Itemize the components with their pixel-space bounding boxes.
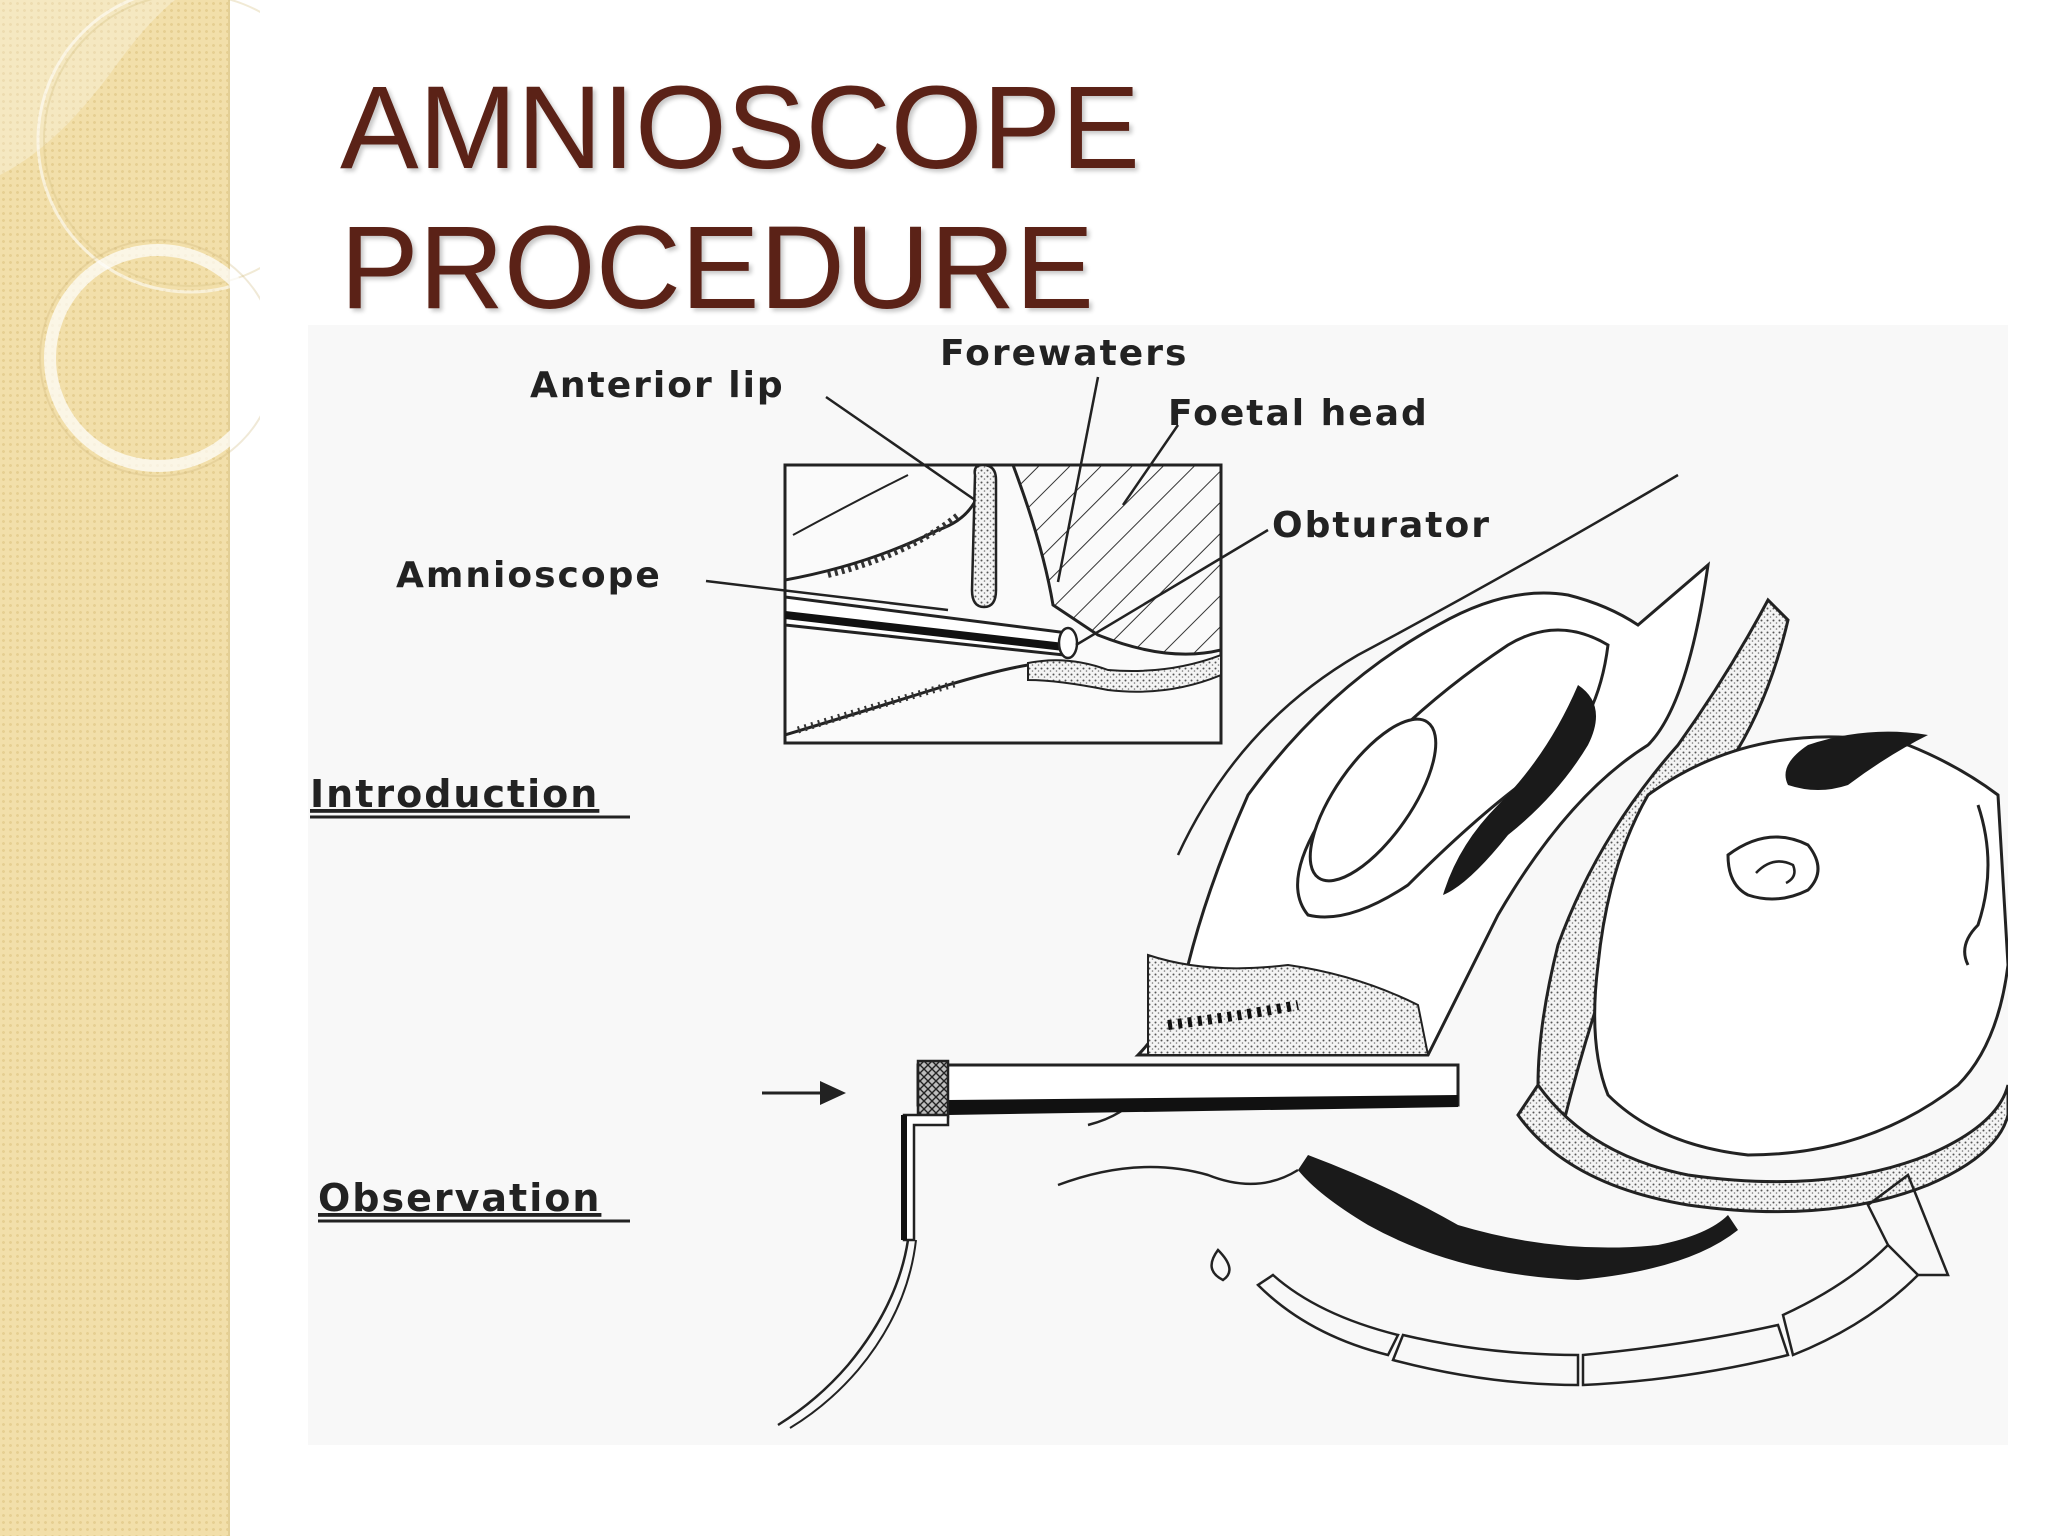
title-line-2: PROCEDURE: [340, 198, 1140, 338]
amnioscope-diagram: Forewaters Anterior lip Foetal head Obtu…: [308, 325, 2008, 1445]
amnioscope-eyepiece: [918, 1061, 948, 1117]
title-line-1: AMNIOSCOPE: [340, 58, 1140, 198]
label-forewaters: Forewaters: [940, 333, 1188, 374]
slide-title: AMNIOSCOPE PROCEDURE: [340, 58, 1140, 338]
decorative-rings: [0, 0, 260, 500]
label-introduction: Introduction: [310, 772, 599, 816]
label-obturator: Obturator: [1272, 505, 1491, 546]
inset-introduction: [785, 465, 1221, 743]
foetal-head-main: [1595, 737, 2008, 1155]
label-foetal-head: Foetal head: [1168, 393, 1429, 434]
label-anterior-lip: Anterior lip: [530, 365, 785, 406]
obturator-tip: [1059, 628, 1077, 658]
label-amnioscope: Amnioscope: [396, 555, 662, 596]
anterior-lip-shape: [972, 465, 996, 607]
label-observation: Observation: [318, 1176, 601, 1220]
